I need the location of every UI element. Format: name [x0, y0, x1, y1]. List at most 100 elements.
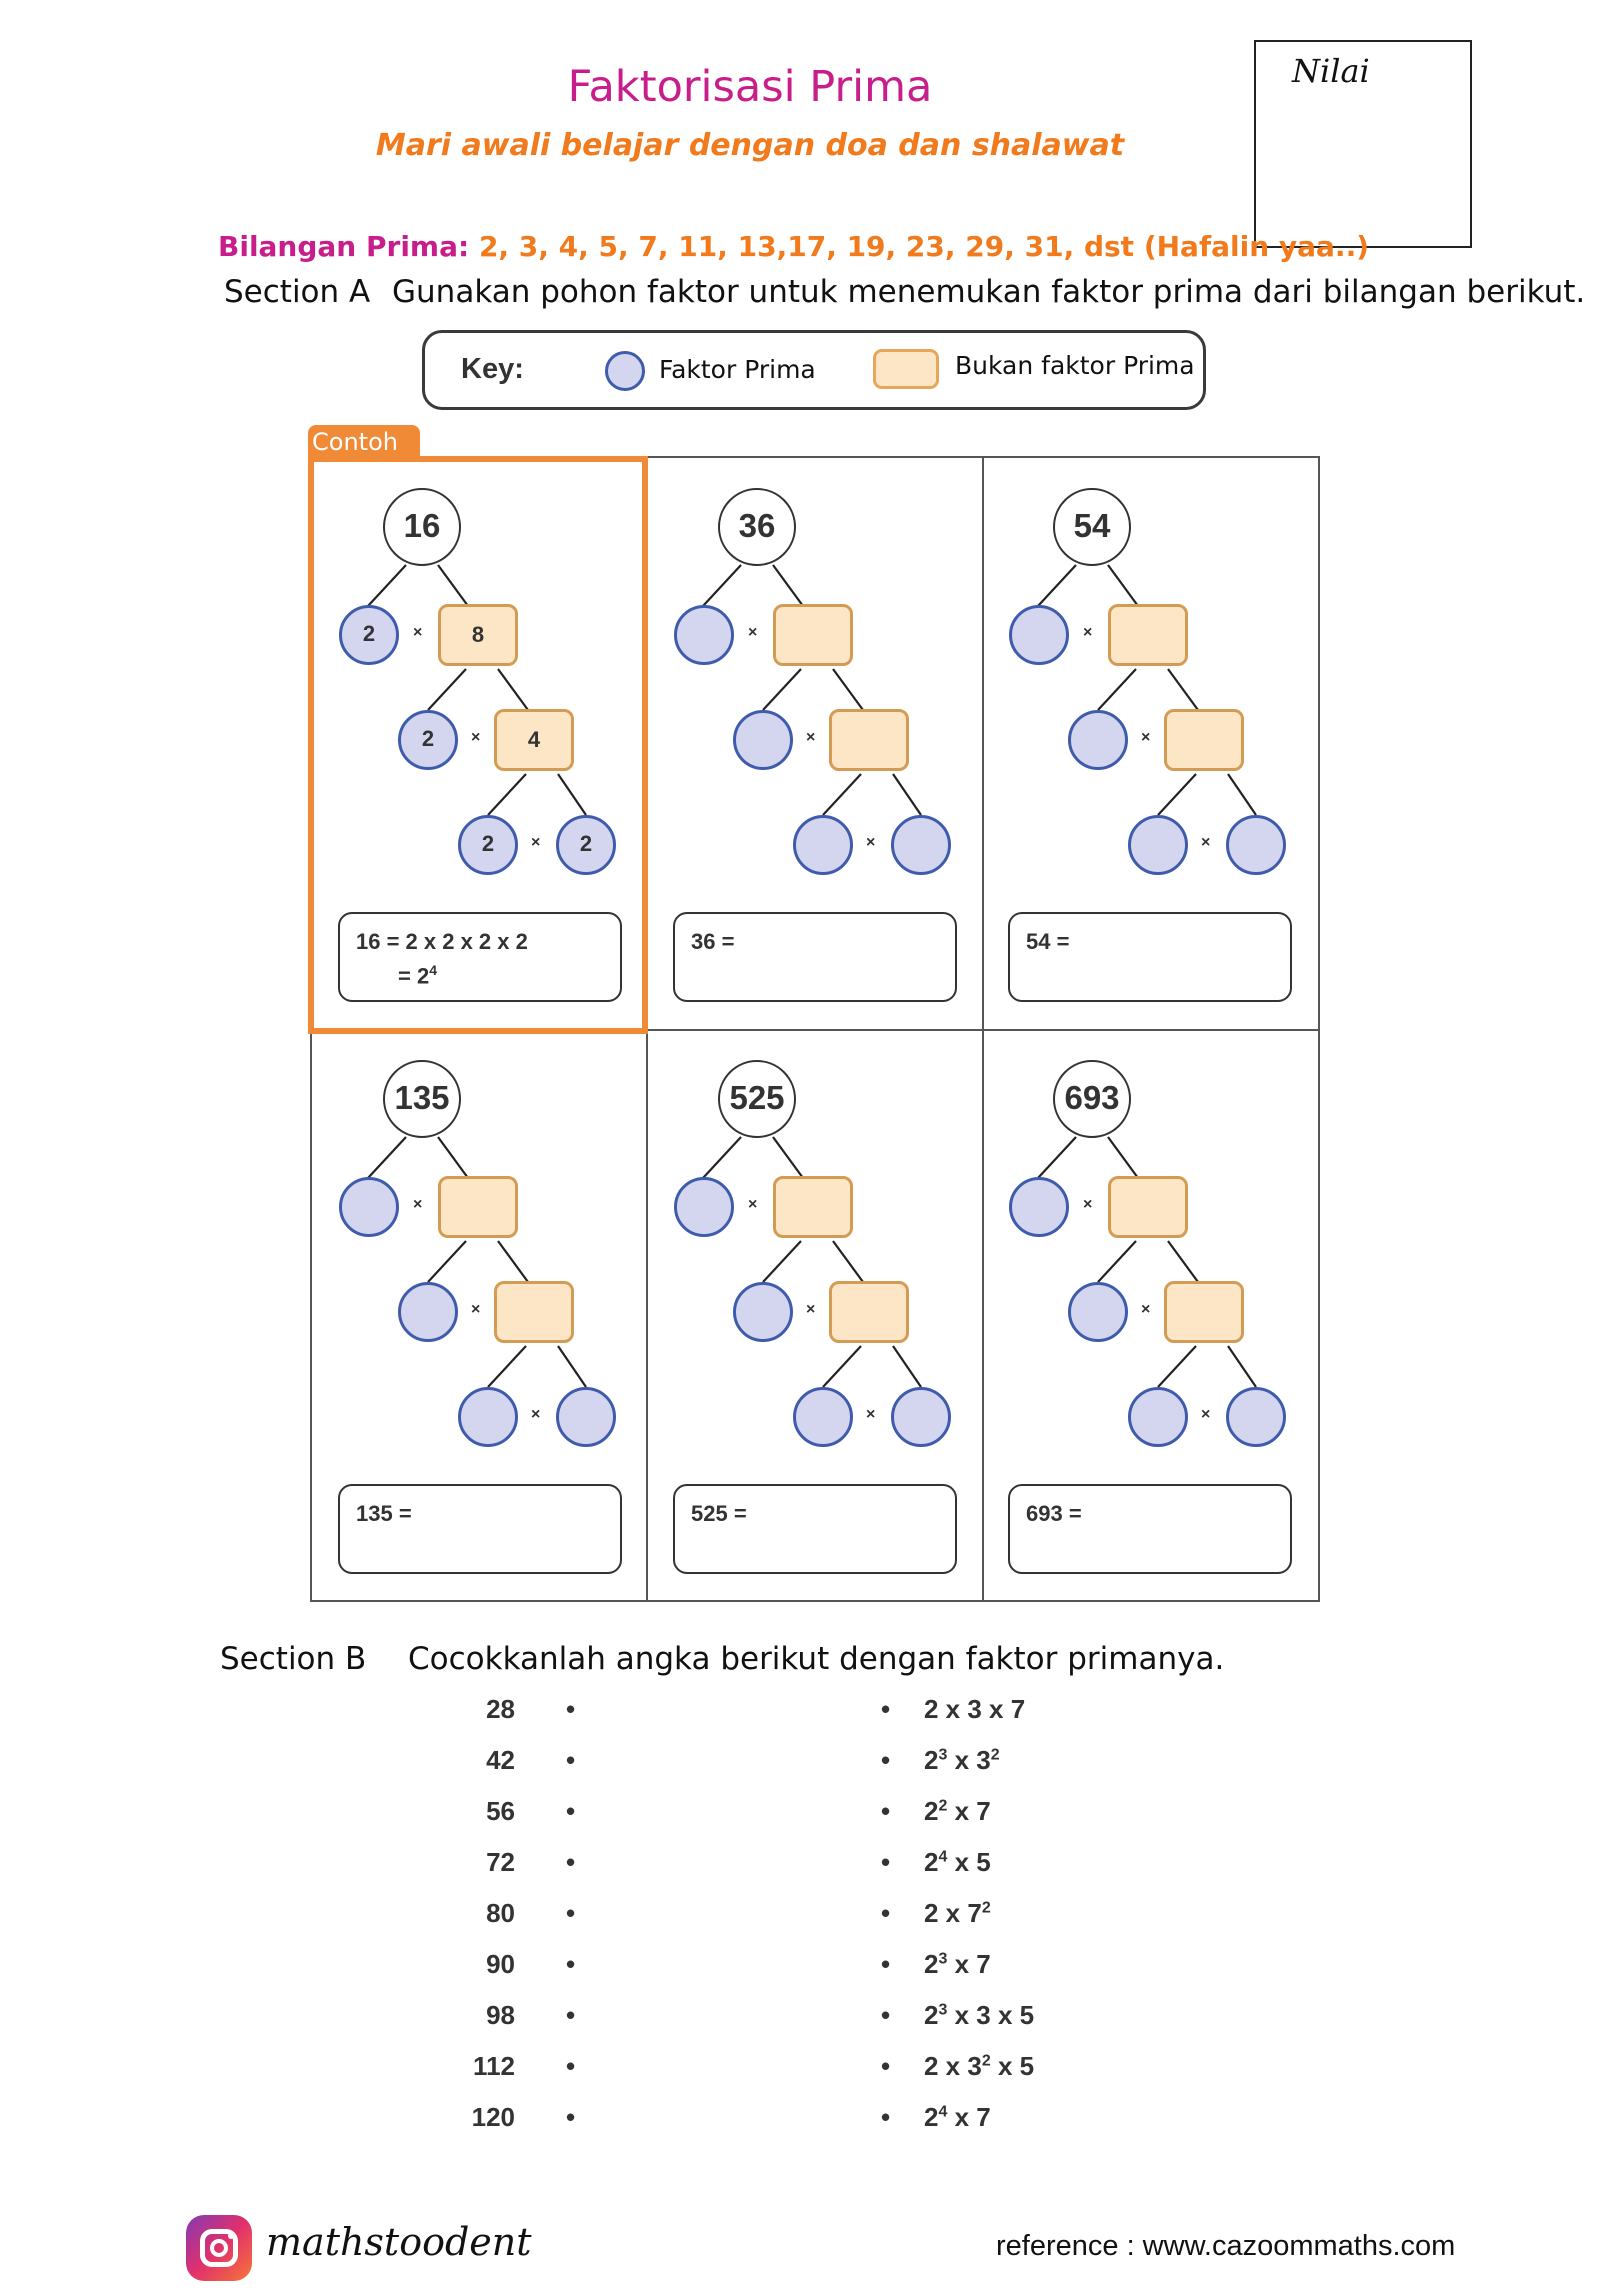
score-box[interactable]: Nilai — [1254, 40, 1472, 248]
match-bullet-left[interactable]: • — [566, 1745, 576, 1775]
match-number: 42 — [486, 1745, 515, 1775]
factorization-tail: x 7 — [947, 1796, 991, 1826]
factor-tree-cell: 525×××525 = — [647, 1030, 983, 1603]
match-bullet-right[interactable]: • — [881, 1796, 891, 1826]
composite-factor-box[interactable] — [494, 1281, 574, 1343]
prime-factor-circle[interactable] — [1226, 1387, 1286, 1447]
tree-root-number: 54 — [1053, 488, 1131, 566]
composite-factor-box: 4 — [494, 709, 574, 771]
prime-factor-circle[interactable] — [793, 1387, 853, 1447]
prime-factor-circle[interactable] — [1128, 815, 1188, 875]
match-number: 72 — [486, 1847, 515, 1877]
tree-branch-line — [772, 564, 804, 607]
match-number: 98 — [486, 2000, 515, 2030]
match-bullet-left[interactable]: • — [566, 2102, 576, 2132]
tree-root-number: 693 — [1053, 1060, 1131, 1138]
tree-branch-line — [1037, 1136, 1077, 1179]
prime-factor-circle[interactable] — [1128, 1387, 1188, 1447]
factorization-base: 2 — [924, 1847, 939, 1877]
factorization-tail: x 7 — [947, 2102, 991, 2132]
match-bullet-left[interactable]: • — [566, 2000, 576, 2030]
match-bullet-left[interactable]: • — [566, 1847, 576, 1877]
prime-factor-circle[interactable] — [339, 1177, 399, 1237]
answer-box[interactable]: 36 = — [673, 912, 957, 1002]
match-bullet-left[interactable]: • — [566, 1898, 576, 1928]
example-tab: Contoh — [308, 425, 420, 459]
composite-factor-box[interactable] — [773, 604, 853, 666]
tree-branch-line — [892, 773, 922, 816]
composite-factor-box[interactable] — [1108, 1176, 1188, 1238]
prime-factor-circle[interactable] — [1009, 1177, 1069, 1237]
match-bullet-right[interactable]: • — [881, 1949, 891, 1979]
prime-factor-circle[interactable] — [793, 815, 853, 875]
tree-branch-line — [832, 668, 864, 711]
match-bullet-left[interactable]: • — [566, 2051, 576, 2081]
factorization-exponent: 4 — [938, 2103, 948, 2121]
prime-factor-circle[interactable] — [891, 815, 951, 875]
match-number: 28 — [486, 1694, 515, 1724]
prime-factor-circle[interactable] — [891, 1387, 951, 1447]
answer-box[interactable]: 54 = — [1008, 912, 1292, 1002]
match-bullet-left[interactable]: • — [566, 1796, 576, 1826]
tree-branches — [367, 564, 587, 816]
prime-factor-circle[interactable] — [458, 1387, 518, 1447]
match-factorization: 23 x 3 x 5 — [924, 2000, 1034, 2031]
answer-box[interactable]: 135 = — [338, 1484, 622, 1574]
prime-factor-circle[interactable] — [674, 1177, 734, 1237]
match-bullet-right[interactable]: • — [881, 1898, 891, 1928]
composite-factor-box[interactable] — [1108, 604, 1188, 666]
answer-line-2-base: = 2 — [398, 963, 430, 989]
factorization-tail: x 3 — [947, 1745, 991, 1775]
factorization-exponent: 2 — [938, 1797, 948, 1815]
tree-branch-line — [762, 1240, 802, 1283]
prime-numbers-list: 2, 3, 4, 5, 7, 11, 13,17, 19, 23, 29, 31… — [478, 230, 1370, 263]
matching-row: 98 • • 23 x 3 x 5 — [0, 2000, 1619, 2040]
tree-branches — [702, 564, 922, 816]
times-sign: × — [866, 834, 876, 851]
tree-root-number: 16 — [383, 488, 461, 566]
match-bullet-right[interactable]: • — [881, 1745, 891, 1775]
composite-factor-box[interactable] — [829, 1281, 909, 1343]
match-bullet-right[interactable]: • — [881, 1847, 891, 1877]
times-sign: × — [1083, 1196, 1093, 1213]
section-a-instruction: Gunakan pohon faktor untuk menemukan fak… — [392, 274, 1586, 310]
match-bullet-right[interactable]: • — [881, 2051, 891, 2081]
legend-prime-label: Faktor Prima — [659, 355, 816, 384]
match-bullet-right[interactable]: • — [881, 1694, 891, 1724]
match-bullet-left[interactable]: • — [566, 1949, 576, 1979]
answer-box[interactable]: 525 = — [673, 1484, 957, 1574]
answer-box: 16 = 2 x 2 x 2 x 2= 24 — [338, 912, 622, 1002]
section-a-label: Section A — [224, 274, 371, 310]
prime-numbers-label: Bilangan Prima: — [218, 230, 470, 263]
factor-tree-cell: 693×××693 = — [982, 1030, 1318, 1603]
match-bullet-right[interactable]: • — [881, 2000, 891, 2030]
composite-factor-box[interactable] — [438, 1176, 518, 1238]
prime-factor-circle[interactable] — [556, 1387, 616, 1447]
matching-row: 80••2 x 72 — [0, 1898, 1619, 1938]
tree-branch-line — [427, 1240, 467, 1283]
composite-factor-box[interactable] — [1164, 1281, 1244, 1343]
match-bullet-right[interactable]: • — [881, 2102, 891, 2132]
match-bullet-left[interactable]: • — [566, 1694, 576, 1724]
prime-factor-circle[interactable] — [733, 1282, 793, 1342]
prime-factor-circle[interactable] — [398, 1282, 458, 1342]
matching-row: 90••23 x 7 — [0, 1949, 1619, 1989]
factorization-exponent: 2 — [981, 2052, 991, 2070]
factorization-base: 2 — [924, 1949, 939, 1979]
factorization-base: 2 — [924, 2000, 939, 2030]
prime-factor-circle[interactable] — [1068, 1282, 1128, 1342]
prime-factor-circle[interactable] — [733, 710, 793, 770]
camera-lens-icon — [210, 2239, 228, 2257]
times-sign: × — [748, 624, 758, 641]
prime-factor-circle[interactable] — [1068, 710, 1128, 770]
prime-factor-circle[interactable] — [1226, 815, 1286, 875]
prime-factor-circle[interactable] — [1009, 605, 1069, 665]
composite-factor-box[interactable] — [773, 1176, 853, 1238]
composite-factor-box[interactable] — [829, 709, 909, 771]
answer-box[interactable]: 693 = — [1008, 1484, 1292, 1574]
prime-circle-icon — [605, 351, 645, 391]
composite-factor-box[interactable] — [1164, 709, 1244, 771]
answer-text: 16 = 2 x 2 x 2 x 2= 24 — [356, 928, 528, 990]
prime-factor-circle[interactable] — [674, 605, 734, 665]
tree-branches — [1037, 564, 1257, 816]
